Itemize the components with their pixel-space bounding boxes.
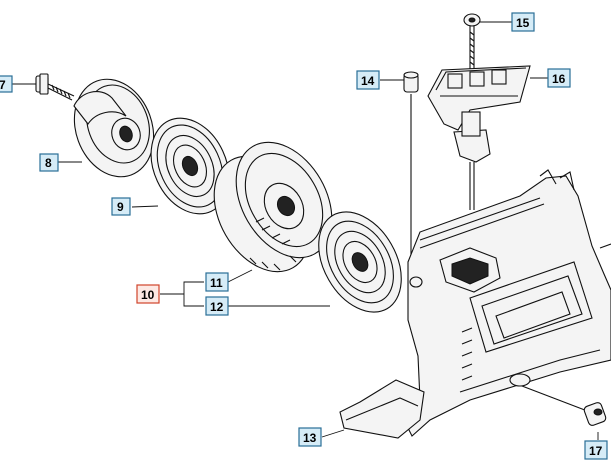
svg-text:8: 8	[45, 156, 52, 170]
callout-7: 7	[0, 75, 13, 93]
part-7-screw	[35, 73, 75, 101]
leader-lines	[12, 21, 599, 440]
part-8-flange	[73, 78, 155, 178]
callout-16: 16	[547, 68, 571, 88]
part-14-bushing	[403, 71, 419, 262]
callout-13: 13	[298, 427, 322, 447]
part-12-recoil-spring	[318, 211, 402, 313]
svg-text:17: 17	[589, 444, 603, 458]
part-15-knob	[463, 13, 481, 70]
svg-text:15: 15	[516, 16, 530, 30]
callout-14: 14	[356, 70, 380, 90]
part-17-bushing	[521, 385, 607, 426]
svg-text:11: 11	[210, 276, 223, 290]
svg-text:10: 10	[141, 288, 155, 302]
callout-11: 11	[205, 272, 229, 292]
svg-text:13: 13	[303, 431, 317, 445]
part-9-spring	[150, 117, 230, 215]
callout-8: 8	[39, 153, 59, 172]
callout-17: 17	[584, 440, 608, 460]
svg-text:14: 14	[361, 74, 375, 88]
callout-15: 15	[511, 12, 535, 32]
callout-9: 9	[111, 197, 131, 216]
svg-text:12: 12	[210, 300, 224, 314]
svg-text:7: 7	[0, 78, 6, 92]
starter-housing	[339, 169, 611, 439]
callout-10: 10	[136, 284, 160, 304]
callout-12: 12	[205, 296, 229, 316]
svg-text:16: 16	[552, 72, 566, 86]
part-11-pulley-drum	[213, 141, 333, 273]
svg-text:9: 9	[117, 200, 124, 214]
part-16-handle	[427, 65, 531, 210]
